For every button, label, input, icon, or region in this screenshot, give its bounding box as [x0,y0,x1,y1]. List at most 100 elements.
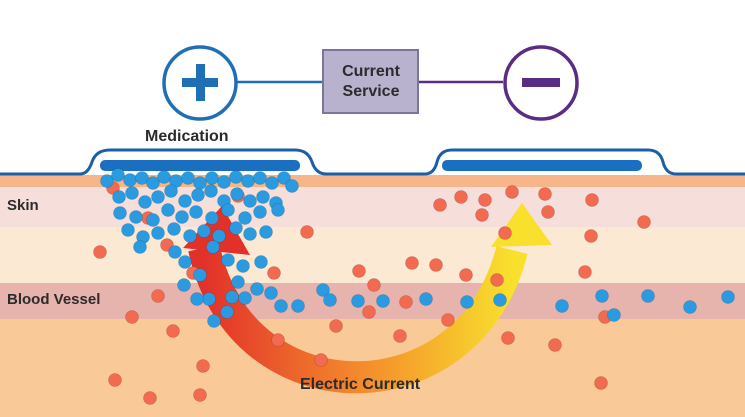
medication-particle [607,308,621,322]
medication-particle [212,229,226,243]
blood-particle [475,208,489,222]
medication-particle [220,305,234,319]
blood-particle [478,193,492,207]
blood-particle [498,226,512,240]
blood-particle [490,273,504,287]
skin-label: Skin [7,197,39,214]
medication-particle [236,259,250,273]
medication-particle [157,170,171,184]
medication-particle [193,176,207,190]
medication-particle [721,290,735,304]
current-service-box [322,49,419,114]
blood-particle [352,264,366,278]
medication-particle [243,194,257,208]
medication-particle [641,289,655,303]
medication-particle [253,205,267,219]
medication-particle [205,211,219,225]
medication-particle [135,171,149,185]
medication-particle [217,175,231,189]
blood-particle [637,215,651,229]
medication-particle [100,174,114,188]
blood-particle [405,256,419,270]
medication-particle [183,229,197,243]
medication-particle [189,205,203,219]
blood-particle [441,313,455,327]
blood-particle [584,229,598,243]
medication-particle [555,299,569,313]
medication-particle [191,188,205,202]
medication-particle [167,222,181,236]
medication-particle [229,170,243,184]
blood-particle [196,359,210,373]
electric-current-label: Electric Current [300,376,421,393]
medication-particle [111,168,125,182]
medication-particle [129,210,143,224]
medication-particle [259,225,273,239]
medication-particle [175,210,189,224]
medication-particle [151,190,165,204]
medication-particle [243,227,257,241]
current-service-label-line1: Current [342,63,400,80]
medication-particle [323,293,337,307]
medication-particle [221,253,235,267]
medication-particle [164,184,178,198]
medication-particle [193,268,207,282]
blood-particle [314,353,328,367]
blood-particle [271,333,285,347]
positive-electrode-pad [100,160,300,171]
medication-particle [595,289,609,303]
medication-particle [125,186,139,200]
medication-particle [376,294,390,308]
blood-particle [267,266,281,280]
medication-particle [285,179,299,193]
skin-outline [0,148,745,176]
blood-particle [578,265,592,279]
medication-particle [206,240,220,254]
plus-icon [182,64,218,101]
medication-particle [250,282,264,296]
blood-particle [541,205,555,219]
blood-particle [367,278,381,292]
medication-particle [231,275,245,289]
medication-particle [178,194,192,208]
medication-label: Medication [145,128,229,145]
medication-particle [419,292,433,306]
medication-particle [151,226,165,240]
medication-particle [265,176,279,190]
blood-particle [193,388,207,402]
medication-particle [197,224,211,238]
medication-particle [205,171,219,185]
medication-particle [253,171,267,185]
blood-particle [548,338,562,352]
medication-particle [291,299,305,313]
medication-particle [256,190,270,204]
medication-particle [204,184,218,198]
medication-particle [316,283,330,297]
medication-particle [178,255,192,269]
current-service-label-line2: Service [343,83,400,100]
blood-particle [300,225,314,239]
medication-particle [202,292,216,306]
medication-particle [254,255,268,269]
medication-particle [238,211,252,225]
medication-particle [264,286,278,300]
particles-layer [93,168,735,405]
blood-particle [125,310,139,324]
blood-particle [594,376,608,390]
medication-particle [277,171,291,185]
medication-particle [146,213,160,227]
minus-icon [522,78,560,87]
medication-particle [241,174,255,188]
blood-particle [505,185,519,199]
medication-particle [133,240,147,254]
blood-particle [393,329,407,343]
medication-particle [460,295,474,309]
negative-electrode-pad [442,160,642,171]
medication-particle [230,187,244,201]
blood-particle [433,198,447,212]
medication-particle [121,223,135,237]
medication-particle [225,290,239,304]
medication-particle [113,206,127,220]
medication-particle [177,278,191,292]
